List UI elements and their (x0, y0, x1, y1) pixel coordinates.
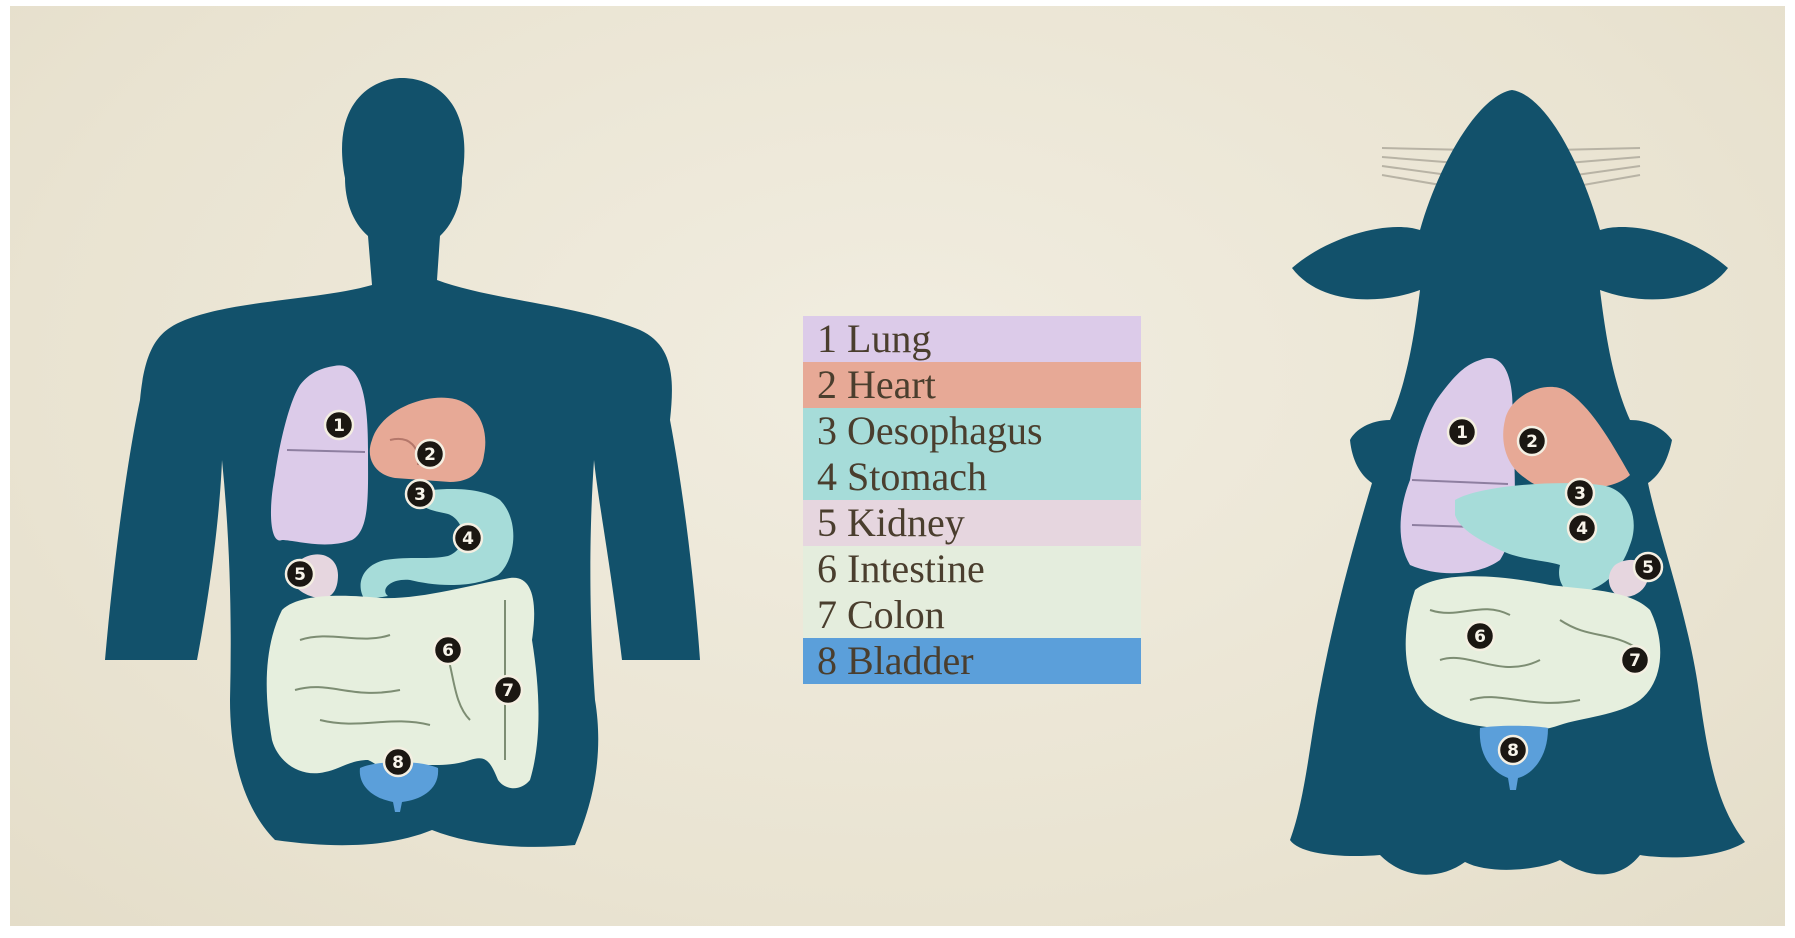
legend-number: 3 (817, 408, 837, 453)
mouse-marker-1: 1 (1448, 418, 1476, 446)
human-marker-4: 4 (454, 524, 482, 552)
legend-label: Colon (847, 592, 945, 637)
legend-number: 1 (817, 316, 837, 361)
svg-text:2: 2 (1526, 432, 1538, 452)
svg-text:5: 5 (294, 565, 306, 585)
legend-label: Intestine (847, 546, 985, 591)
legend-number: 5 (817, 500, 837, 545)
svg-text:6: 6 (1474, 627, 1486, 647)
svg-text:8: 8 (1507, 741, 1519, 761)
mouse-marker-5: 5 (1634, 553, 1662, 581)
human-marker-8: 8 (384, 748, 412, 776)
mouse-marker-7: 7 (1621, 646, 1649, 674)
svg-text:7: 7 (502, 681, 514, 701)
mouse-marker-8: 8 (1499, 736, 1527, 764)
svg-text:1: 1 (333, 416, 345, 436)
svg-text:2: 2 (424, 445, 436, 465)
mouse-figure: 1 2 3 4 5 6 7 8 (1290, 90, 1745, 875)
human-marker-2: 2 (416, 440, 444, 468)
mouse-marker-3: 3 (1566, 479, 1594, 507)
legend-label: Oesophagus (847, 408, 1043, 453)
mouse-marker-4: 4 (1568, 514, 1596, 542)
human-marker-5: 5 (286, 560, 314, 588)
svg-text:8: 8 (392, 753, 404, 773)
human-marker-6: 6 (434, 636, 462, 664)
svg-text:4: 4 (462, 529, 474, 549)
legend-number: 7 (817, 592, 837, 637)
legend-label: Lung (847, 316, 931, 361)
svg-text:5: 5 (1642, 558, 1654, 578)
legend-number: 6 (817, 546, 837, 591)
legend-label: Heart (847, 362, 936, 407)
svg-text:7: 7 (1629, 651, 1641, 671)
human-marker-3: 3 (406, 480, 434, 508)
legend-number: 4 (817, 454, 837, 499)
svg-text:6: 6 (442, 641, 454, 661)
legend-label: Bladder (847, 638, 974, 683)
mouse-marker-6: 6 (1466, 622, 1494, 650)
svg-text:1: 1 (1456, 423, 1468, 443)
legend-number: 2 (817, 362, 837, 407)
svg-text:3: 3 (1574, 484, 1586, 504)
legend-label: Stomach (847, 454, 987, 499)
human-figure: 1 2 3 4 5 6 7 8 (105, 78, 700, 847)
human-marker-1: 1 (325, 411, 353, 439)
legend-label: Kidney (847, 500, 965, 545)
legend-number: 8 (817, 638, 837, 683)
mouse-marker-2: 2 (1518, 427, 1546, 455)
human-marker-7: 7 (494, 676, 522, 704)
svg-text:4: 4 (1576, 519, 1588, 539)
svg-text:3: 3 (414, 485, 426, 505)
